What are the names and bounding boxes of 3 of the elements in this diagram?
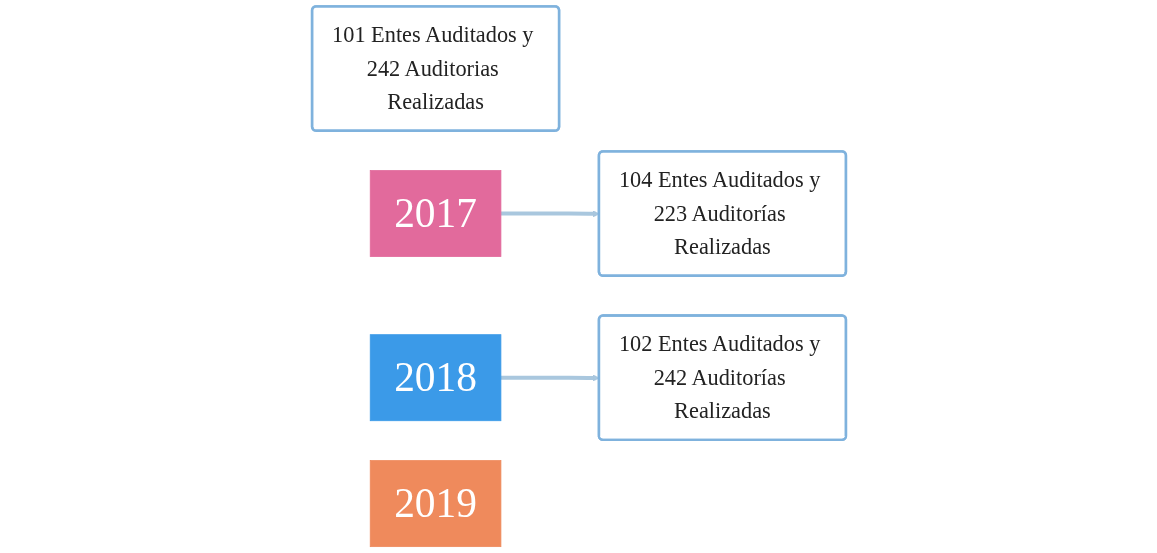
node-box: 2019 bbox=[369, 460, 501, 548]
node-box: 2018 bbox=[369, 334, 501, 422]
node-box: 2017 bbox=[369, 170, 501, 257]
